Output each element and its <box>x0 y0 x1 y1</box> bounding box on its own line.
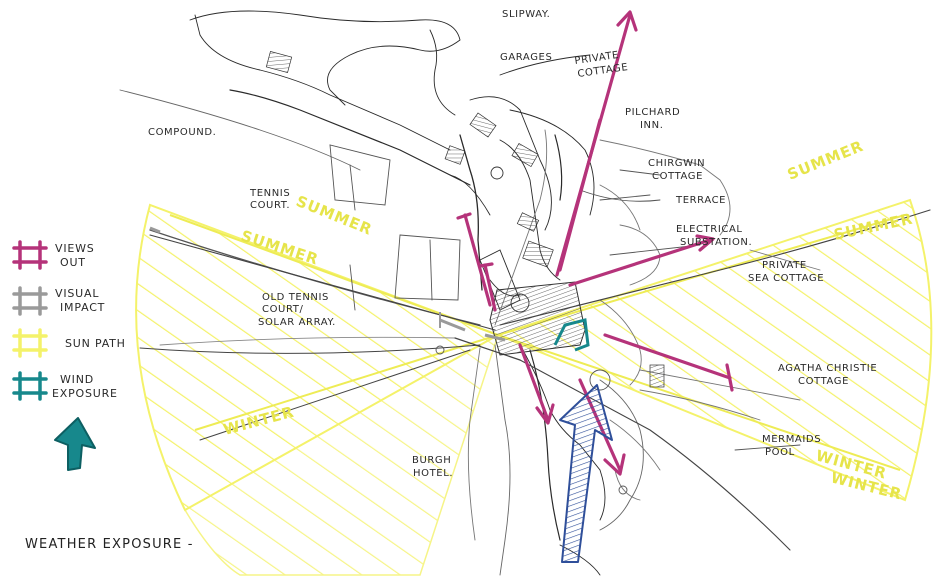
label-garages: GARAGES <box>500 52 552 63</box>
wind-exposure-outline <box>553 318 590 352</box>
label-pilchard-inn: PILCHARD <box>625 107 680 118</box>
building-block <box>649 364 665 388</box>
label-mermaids-pool: MERMAIDS <box>762 434 821 445</box>
building-block <box>469 112 497 138</box>
legend-wind-exposure-label-2: EXPOSURE <box>52 387 118 400</box>
building-block <box>265 50 293 74</box>
sun-sector-bottom-left <box>183 333 500 576</box>
season-summer-top-right: SUMMER <box>785 137 867 184</box>
view-arrow-west <box>483 263 497 312</box>
main-building-hatched <box>489 281 586 356</box>
label-old-tennis-court-3: SOLAR ARRAY. <box>258 317 336 328</box>
label-chirgwin-cottage: CHIRGWIN <box>648 158 705 169</box>
sun-ray-winter-set <box>194 334 499 431</box>
view-arrow-southwest <box>518 343 550 422</box>
label-agatha-christie-cottage: AGATHA CHRISTIE <box>778 363 877 374</box>
label-tennis-court-2: COURT. <box>250 200 290 211</box>
building-block <box>516 212 540 232</box>
label-old-tennis-court-2: COURT/ <box>262 304 304 315</box>
view-arrow-southeast <box>603 333 732 380</box>
label-electrical-substation-2: SUBSTATION. <box>680 237 752 248</box>
legend: VIEWS OUT VISUAL IMPACT SUN PATH WIND EX… <box>12 240 126 471</box>
building-block <box>444 145 466 165</box>
building-block <box>511 142 539 168</box>
view-arrow-north-west <box>463 213 492 307</box>
label-burgh-hotel-2: HOTEL. <box>413 468 453 479</box>
label-private-sea-cottage: PRIVATE <box>762 260 807 271</box>
sun-ray-summer-set <box>169 214 499 336</box>
label-compound: COMPOUND. <box>148 127 216 138</box>
sun-path-symbol-icon <box>12 328 48 358</box>
visual-impact-marks <box>149 226 506 342</box>
label-agatha-christie-cottage-2: COTTAGE <box>798 376 849 387</box>
legend-wind-exposure-label: WIND <box>60 373 94 386</box>
views-out-arrows <box>456 10 734 476</box>
sun-sector-left <box>135 203 501 512</box>
wind-exposure-symbol-icon <box>12 371 48 401</box>
visual-impact-symbol-icon <box>12 286 48 316</box>
view-arrow-east <box>568 238 712 287</box>
label-private-sea-cottage-2: SEA COTTAGE <box>748 273 824 284</box>
legend-visual-impact-label-2: IMPACT <box>60 301 105 314</box>
label-mermaids-pool-2: POOL <box>765 447 795 458</box>
label-burgh-hotel: BURGH <box>412 455 451 466</box>
views-out-symbol-icon <box>12 240 48 270</box>
season-summer-left-upper: SUMMER <box>294 192 376 239</box>
label-terrace: TERRACE <box>675 195 726 206</box>
view-arrow-pilchard <box>558 118 602 272</box>
label-tennis-court: TENNIS <box>249 188 290 199</box>
legend-views-out-label-2: OUT <box>60 256 86 269</box>
diagram-title: WEATHER EXPOSURE - <box>25 537 194 552</box>
prevailing-wind-arrow <box>559 384 613 563</box>
legend-views-out-label: VIEWS <box>55 242 95 255</box>
legend-visual-impact-label: VISUAL <box>55 287 99 300</box>
legend-sun-path-label: SUN PATH <box>65 337 126 350</box>
label-electrical-substation: ELECTRICAL <box>676 224 743 235</box>
wind-arrow-icon <box>54 417 96 471</box>
building-block <box>522 240 554 268</box>
sun-path-zone <box>135 198 933 576</box>
site-buildings <box>265 50 665 388</box>
sun-sector-right <box>495 198 933 502</box>
label-old-tennis-court: OLD TENNIS <box>262 292 329 303</box>
label-chirgwin-cottage-2: COTTAGE <box>652 171 703 182</box>
label-pilchard-inn-2: INN. <box>640 120 664 131</box>
label-slipway: SLIPWAY. <box>502 9 550 20</box>
